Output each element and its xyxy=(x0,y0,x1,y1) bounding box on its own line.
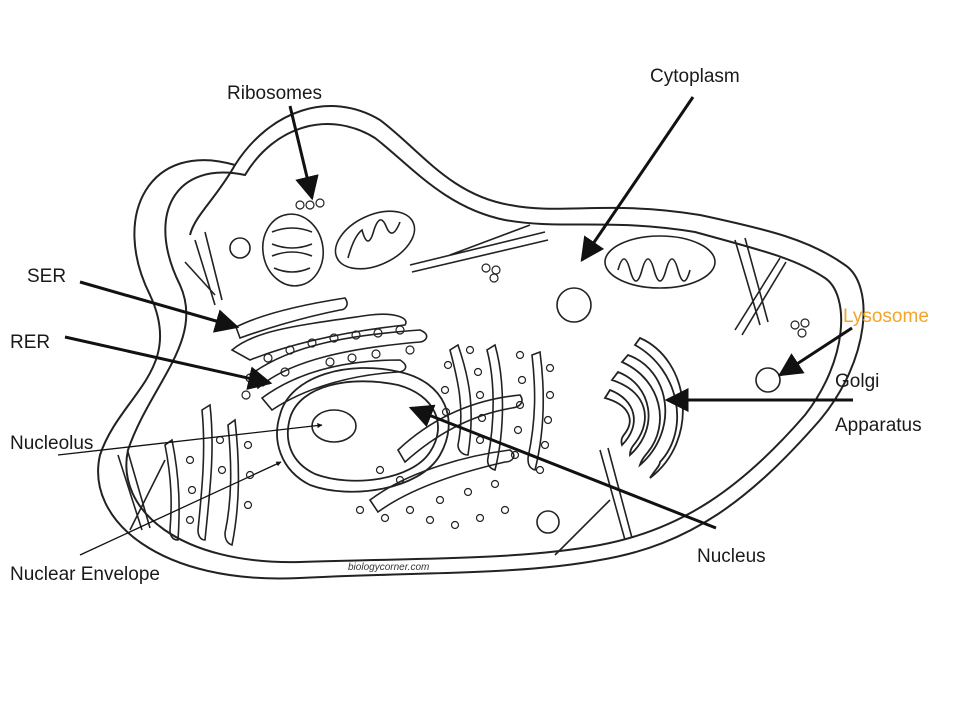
nucleus-shape xyxy=(276,367,450,493)
label-cytoplasm: Cytoplasm xyxy=(650,66,740,87)
ser-pointer xyxy=(79,280,240,333)
mitochondrion xyxy=(334,210,416,270)
vesicle xyxy=(229,237,781,534)
label-golgi: Golgi xyxy=(835,371,880,392)
label-nucleus: Nucleus xyxy=(697,546,766,567)
label-nucleolus: Nucleolus xyxy=(10,433,94,454)
rer-pointer xyxy=(64,335,273,390)
label-ribosomes: Ribosomes xyxy=(227,83,323,104)
lysosome-pointer xyxy=(777,326,853,377)
label-ser: SER xyxy=(27,266,67,287)
leader-lines xyxy=(57,96,853,556)
nucleolus-pointer xyxy=(57,422,323,456)
cell-membrane xyxy=(97,105,865,580)
label-lysosome: Lysosome xyxy=(843,306,929,327)
label-nuclear-envelope: Nuclear Envelope xyxy=(10,564,160,585)
nucleus-pointer xyxy=(408,404,717,530)
ribosome-cluster xyxy=(295,198,810,338)
label-apparatus: Apparatus xyxy=(835,415,922,436)
mitochondrion xyxy=(262,213,324,287)
golgi-stack xyxy=(603,336,684,479)
mitochondrion xyxy=(604,235,716,289)
nuclear-envelope-pointer xyxy=(79,461,282,556)
cytoplasm-pointer xyxy=(580,96,695,262)
microtubules xyxy=(117,224,787,556)
label-rer: RER xyxy=(10,332,51,353)
ribosomes-pointer xyxy=(288,105,319,201)
source-watermark: biologycorner.com xyxy=(348,562,430,573)
